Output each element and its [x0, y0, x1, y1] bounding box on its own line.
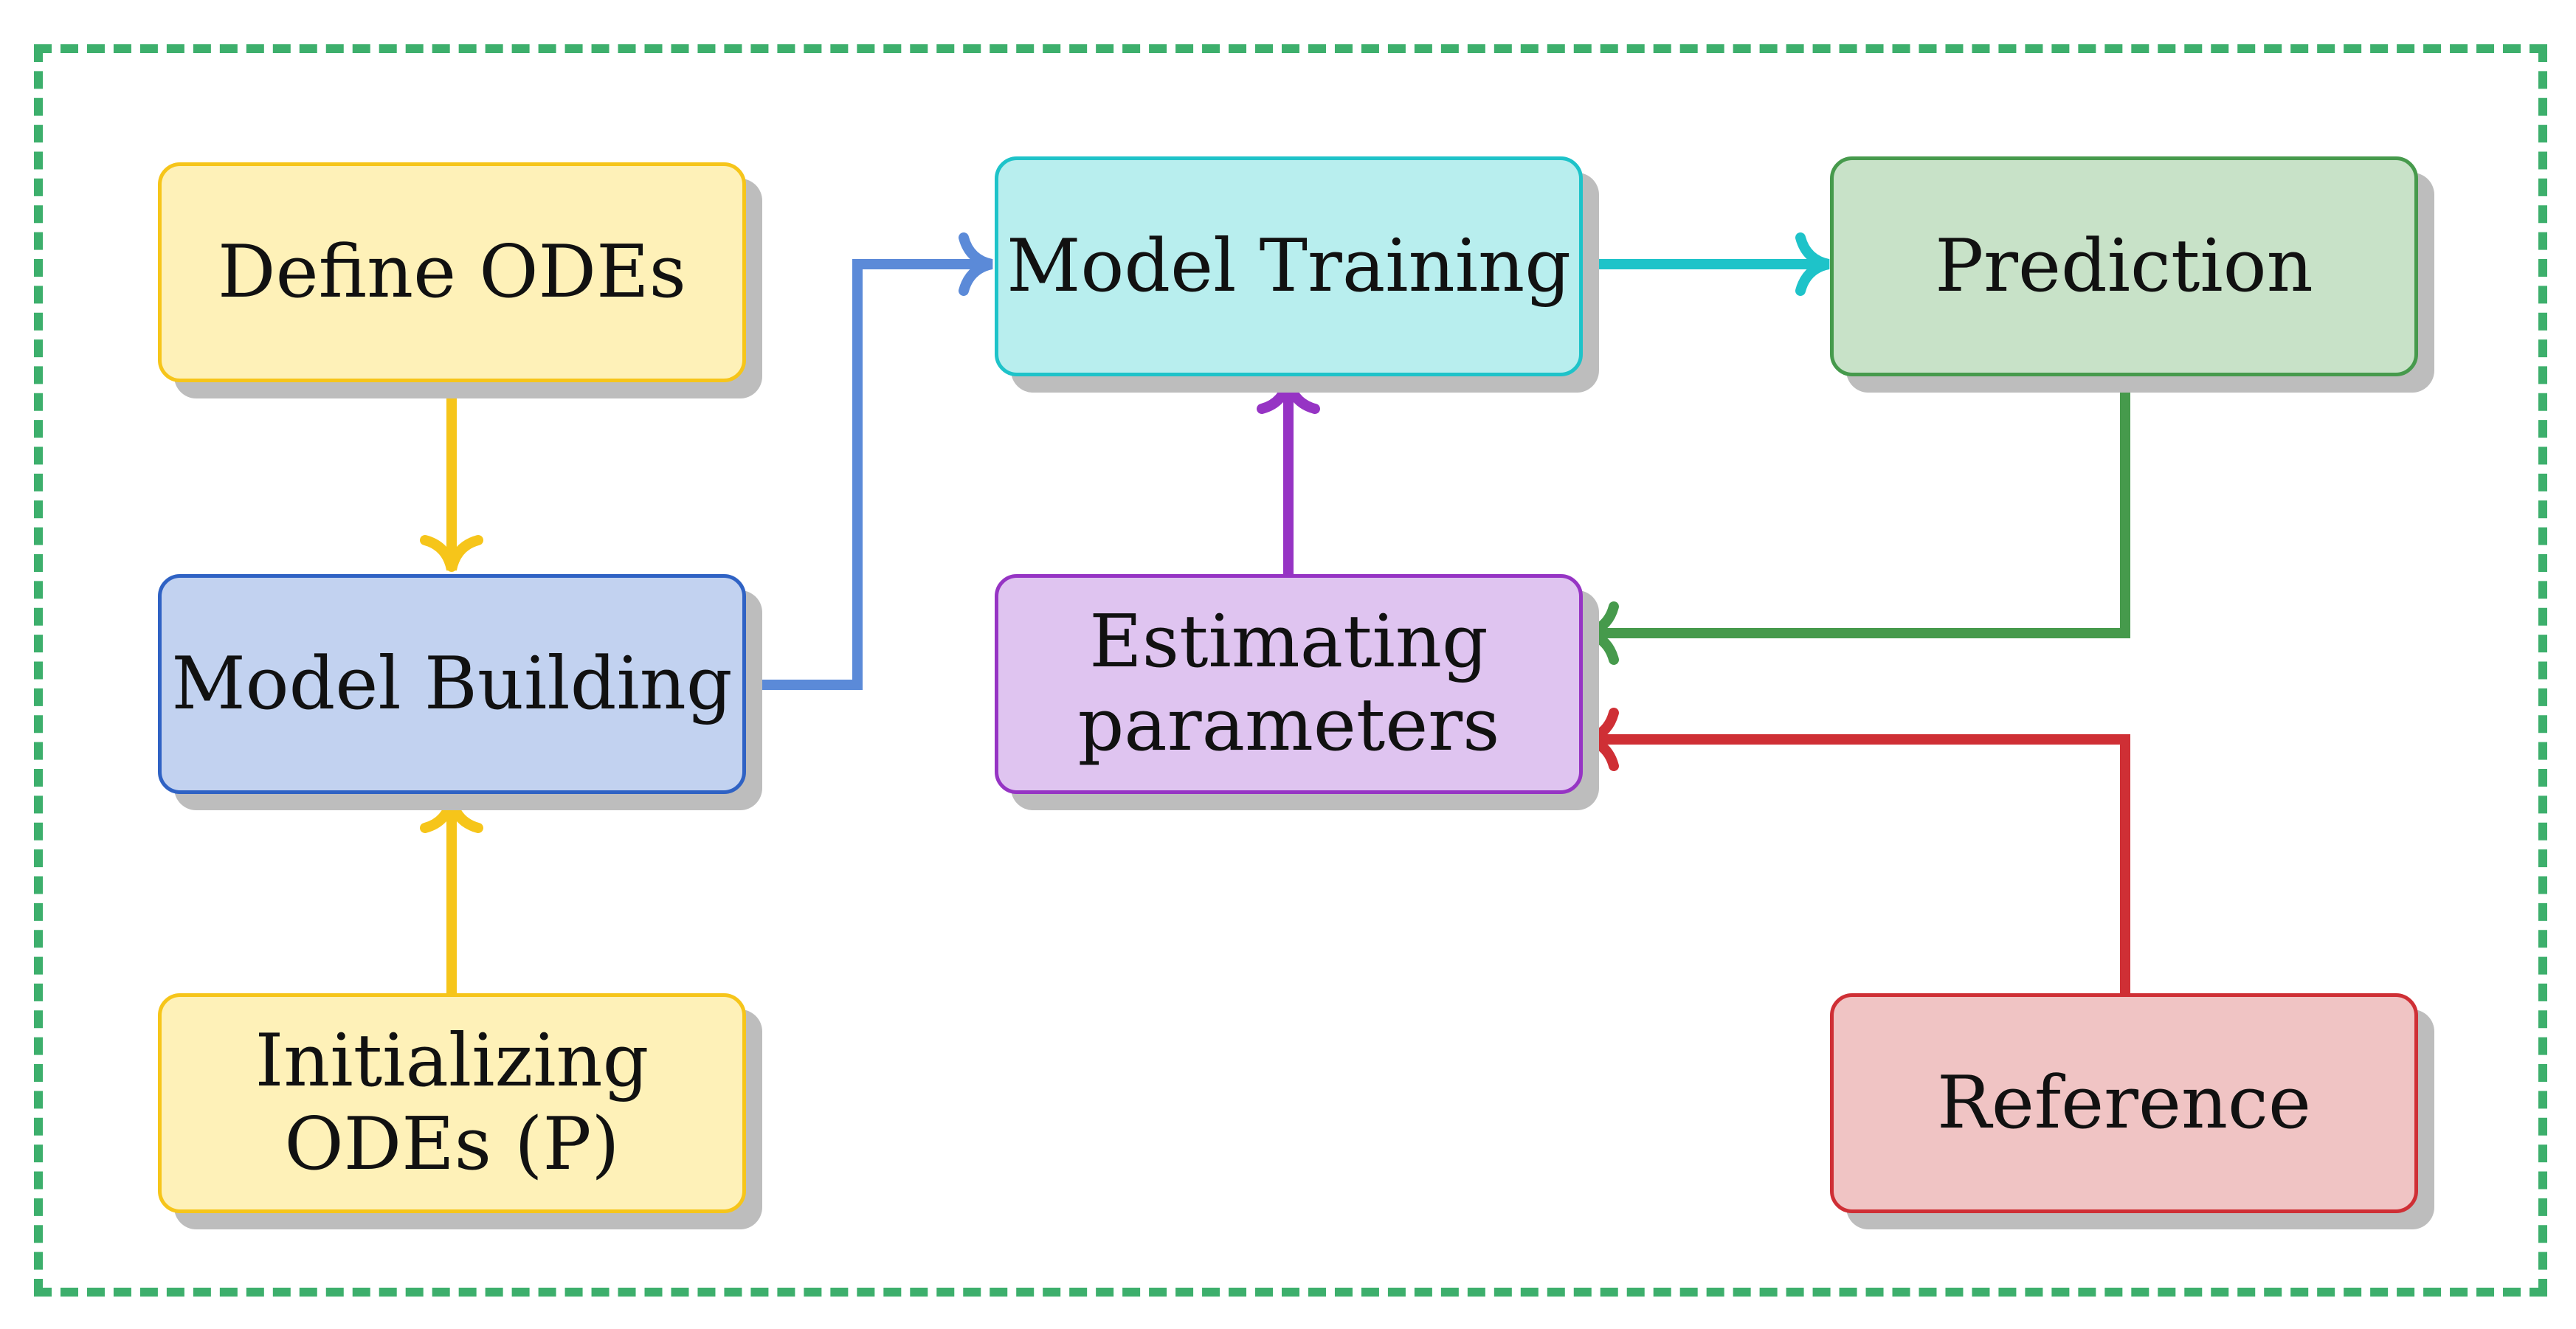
node-prediction: Prediction	[1830, 156, 2418, 376]
edge-ref-to-estimate	[1585, 734, 2130, 998]
node-model-building: Model Building	[158, 574, 746, 794]
arrowhead-ref-to-estimate	[1584, 708, 1619, 771]
node-define-odes-label: Define ODEs	[218, 229, 686, 314]
node-reference: Reference	[1830, 993, 2418, 1213]
node-estimating-parameters: Estimating parameters	[995, 574, 1583, 794]
arrowhead-training-to-predict	[1795, 232, 1830, 296]
arrowhead-building-to-training	[959, 232, 993, 296]
node-define-odes: Define ODEs	[158, 162, 746, 382]
node-prediction-label: Prediction	[1935, 224, 2313, 308]
node-model-training-label: Model Training	[1006, 224, 1571, 308]
node-model-training: Model Training	[995, 156, 1583, 376]
node-reference-label: Reference	[1937, 1060, 2311, 1145]
node-initializing-odes-label: Initializing ODEs (P)	[255, 1019, 649, 1187]
arrowhead-init-to-building	[420, 797, 483, 833]
arrowhead-predict-to-estimate	[1584, 601, 1619, 665]
arrowhead-define-to-building	[420, 535, 483, 571]
edge-building-to-training	[741, 259, 992, 690]
node-model-building-label: Model Building	[171, 641, 733, 726]
dashed-frame	[34, 44, 2547, 1297]
edge-predict-to-estimate	[1585, 371, 2130, 638]
arrowhead-estimate-to-training	[1257, 378, 1320, 414]
node-initializing-odes: Initializing ODEs (P)	[158, 993, 746, 1213]
node-estimating-parameters-label: Estimating parameters	[1077, 600, 1500, 767]
